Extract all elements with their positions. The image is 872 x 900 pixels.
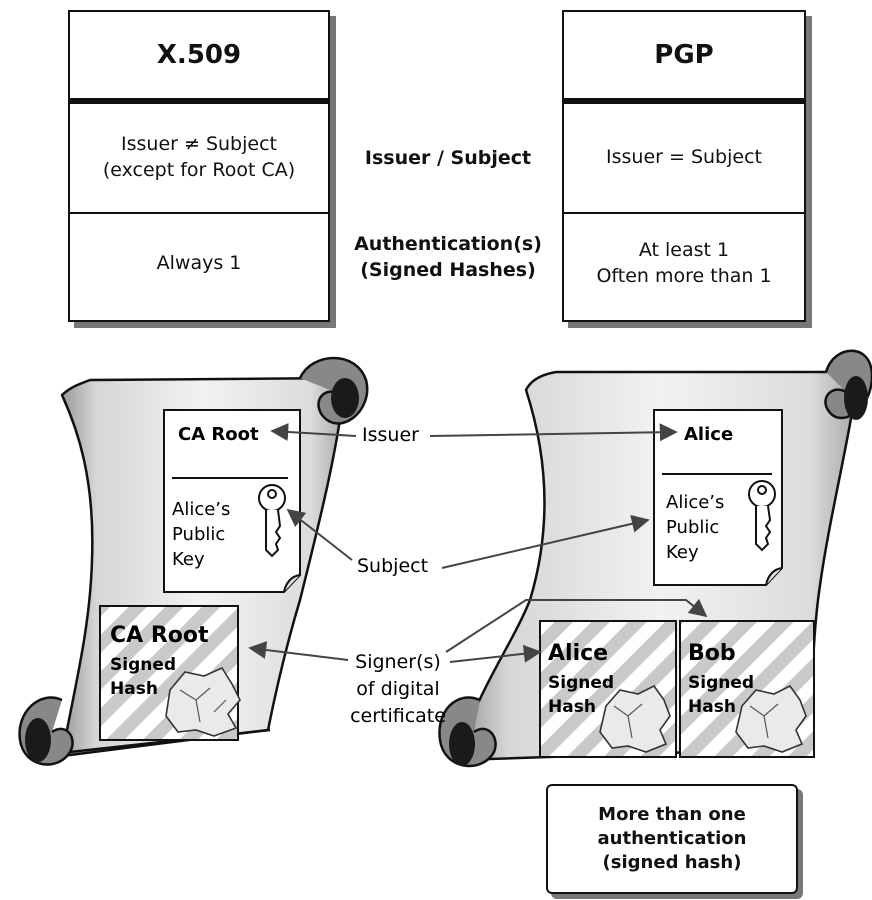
pgp-auth-line-2: Often more than 1 <box>596 265 772 287</box>
right-signed-hash-alice: Alice Signed Hash <box>539 620 677 758</box>
bob-signed-line-2: Signed <box>688 673 754 693</box>
right-issuer-text: Alice <box>684 424 733 445</box>
arrow-signer-to-bob-hash <box>445 598 708 653</box>
alice-signed-name: Alice <box>548 641 608 666</box>
row-label-authentication-line-1: Authentication(s) <box>354 233 542 255</box>
arrow-subject-to-left-key <box>286 508 353 561</box>
left-seal-icon <box>165 666 241 737</box>
arrow-subject-to-right-key <box>441 514 650 569</box>
arrow-issuer-to-ca-root <box>270 422 357 441</box>
pgp-column-box: PGP Issuer = Subject At least 1 Often mo… <box>562 10 806 322</box>
multiple-authentication-note: More than one authentication (signed has… <box>546 784 798 894</box>
left-key-line-3: Key <box>172 549 205 570</box>
pgp-auth-line-1: At least 1 <box>638 239 730 262</box>
x509-issuer-line-1: Issuer ≠ Subject <box>121 133 277 156</box>
row-label-issuer-subject: Issuer / Subject <box>342 146 554 172</box>
left-issuer-text: CA Root <box>178 424 259 445</box>
left-key-line-2: Public <box>172 524 225 545</box>
connector-arrows <box>248 422 708 663</box>
left-signed-hash: CA Root Signed Hash <box>99 605 241 741</box>
note-line-2: authentication <box>597 827 747 849</box>
x509-title: X.509 <box>70 12 328 104</box>
pgp-issuer-line-1: Issuer = Subject <box>606 146 762 169</box>
arrow-issuer-to-alice <box>429 423 678 442</box>
x509-column-box: X.509 Issuer ≠ Subject (except for Root … <box>68 10 330 322</box>
signer-label-line-3: certificate <box>350 705 446 727</box>
pgp-issuer-subject-cell: Issuer = Subject <box>564 104 804 214</box>
left-key-line-1: Alice’s <box>172 499 230 520</box>
subject-label: Subject <box>357 555 428 577</box>
right-key-line-1: Alice’s <box>666 492 724 513</box>
x509-auth-line-1: Always 1 <box>156 252 242 275</box>
left-signed-line-3: Hash <box>110 679 158 699</box>
right-key-line-2: Public <box>666 517 719 538</box>
left-signed-line-2: Signed <box>110 655 176 675</box>
bob-seal-icon <box>735 684 807 753</box>
note-line-3: (signed hash) <box>602 852 742 874</box>
alice-seal-icon <box>599 684 671 753</box>
right-certificate-page: Alice Alice’s Public Key <box>653 409 783 586</box>
bob-signed-line-3: Hash <box>688 697 736 717</box>
right-key-line-3: Key <box>666 542 699 563</box>
pgp-authentication-cell: At least 1 Often more than 1 <box>564 214 804 314</box>
right-key-icon <box>748 480 776 552</box>
arrow-signer-to-alice-hash <box>449 644 542 663</box>
row-label-issuer-subject-text: Issuer / Subject <box>364 147 532 169</box>
x509-authentication-cell: Always 1 <box>70 214 328 314</box>
issuer-label: Issuer <box>362 424 419 446</box>
arrow-signer-to-ca-root-hash <box>248 641 349 661</box>
x509-issuer-line-2: (except for Root CA) <box>102 159 296 181</box>
alice-signed-line-3: Hash <box>548 697 596 717</box>
signer-label-line-2: of digital <box>356 678 439 700</box>
alice-signed-line-2: Signed <box>548 673 614 693</box>
right-signed-hash-bob: Bob Signed Hash <box>679 620 815 758</box>
left-key-icon <box>258 484 286 558</box>
row-label-authentication: Authentication(s) (Signed Hashes) <box>340 232 556 283</box>
left-certificate-page: CA Root Alice’s Public Key <box>163 409 301 593</box>
signer-label-line-1: Signer(s) <box>355 651 441 673</box>
certificate-scroll-diagram: CA Root Alice’s Public Key CA Root Signe… <box>18 349 872 768</box>
x509-issuer-subject-cell: Issuer ≠ Subject (except for Root CA) <box>70 104 328 214</box>
note-line-1: More than one <box>598 803 746 825</box>
left-signed-name: CA Root <box>110 623 209 648</box>
row-label-authentication-line-2: (Signed Hashes) <box>360 258 536 281</box>
pgp-title: PGP <box>564 12 804 104</box>
bob-signed-name: Bob <box>688 641 736 666</box>
